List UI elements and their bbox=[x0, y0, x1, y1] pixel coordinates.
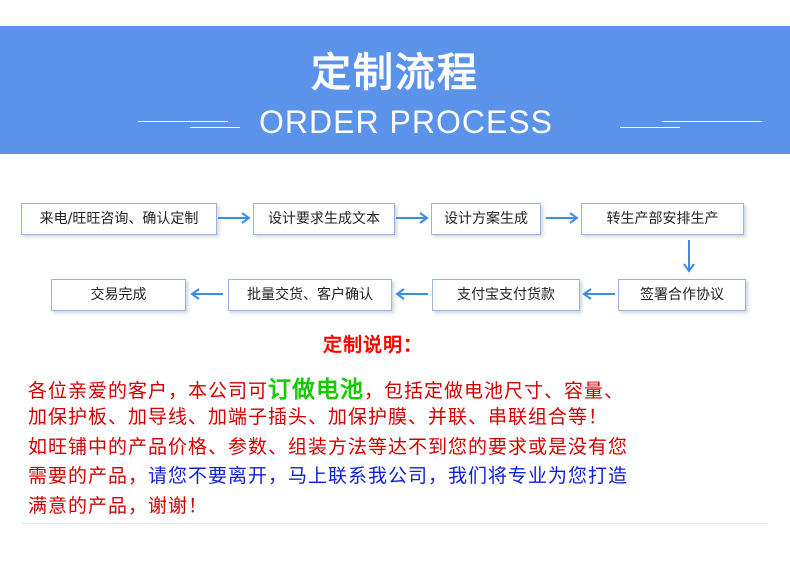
page-subtitle: ORDER PROCESS bbox=[259, 104, 553, 140]
arrow-right-icon bbox=[546, 212, 579, 224]
arrow-right-icon bbox=[396, 212, 429, 224]
notes-line: 需要的产品，请您不要离开，马上联系我公司，我们将专业为您打造 bbox=[28, 461, 628, 488]
flow-step-design-plan: 设计方案生成 bbox=[431, 203, 541, 235]
decorative-line bbox=[190, 127, 240, 128]
flow-step-payment: 支付宝支付货款 bbox=[432, 279, 580, 311]
flow-step-production: 转生产部安排生产 bbox=[581, 203, 744, 235]
notes-text: 需要的产品， bbox=[28, 465, 149, 487]
header-banner: 定制流程 ORDER PROCESS bbox=[0, 26, 790, 154]
flow-step-sign-agreement: 签署合作协议 bbox=[618, 279, 746, 311]
notes-highlight: 订做电池 bbox=[268, 377, 365, 403]
notes-line: 如旺铺中的产品价格、参数、组装方法等达不到您的要求或是没有您 bbox=[28, 436, 629, 458]
decorative-line bbox=[662, 121, 762, 122]
notes-line: 各位亲爱的客户，本公司可订做电池，包括定做电池尺寸、容量、 bbox=[28, 370, 624, 404]
arrow-right-icon bbox=[218, 212, 251, 224]
arrow-down-icon bbox=[683, 240, 695, 273]
flow-step-inquiry: 来电/旺旺咨询、确认定制 bbox=[21, 203, 217, 235]
page-title: 定制流程 bbox=[311, 50, 479, 96]
notes-text-blue: 请您不要离开，马上联系我公司，我们将专业为您打造 bbox=[148, 465, 629, 487]
arrow-left-icon bbox=[582, 288, 615, 300]
flow-step-complete: 交易完成 bbox=[51, 279, 186, 311]
notes-line: 满意的产品，谢谢！ bbox=[28, 495, 209, 517]
divider bbox=[22, 523, 768, 524]
notes-text: ，包括定做电池尺寸、容量、 bbox=[364, 380, 625, 402]
arrow-left-icon bbox=[395, 288, 428, 300]
flow-step-delivery: 批量交货、客户确认 bbox=[228, 279, 392, 311]
arrow-left-icon bbox=[190, 288, 223, 300]
decorative-line bbox=[620, 127, 680, 128]
notes-text: 各位亲爱的客户，本公司可 bbox=[28, 380, 269, 402]
notes-line: 加保护板、加导线、加端子插头、加保护膜、并联、串联组合等！ bbox=[28, 406, 609, 428]
decorative-line bbox=[138, 121, 228, 122]
notes-title: 定制说明： bbox=[323, 334, 424, 356]
flow-step-design-requirements: 设计要求生成文本 bbox=[253, 203, 395, 235]
